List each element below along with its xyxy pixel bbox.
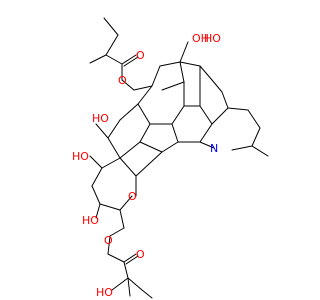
atom-o-ester-top: O [118,74,127,87]
atom-oh-top-a: OH [192,32,209,45]
atom-n-ring: N [210,142,218,155]
bottom-ester-chain [107,235,153,299]
atom-labels: O O OH HO HO HO O HO O O HO N [72,32,221,299]
atom-oh-lower: HO [82,214,99,227]
top-ester-chain [89,17,153,91]
atom-oh-mid: HO [92,112,109,125]
atom-oh-top-b: HO [204,32,221,45]
molecule-canvas: O O OH HO HO HO O HO O O HO N [72,17,269,299]
left-ring-system [89,103,179,237]
top-right-hydroxy-chain [151,41,201,91]
molecule-structure: O O OH HO HO HO O HO O O HO N [72,17,269,299]
atom-oh-bottom: HO [96,286,113,299]
atom-o-ester-bottom: O [104,234,113,247]
atom-oh-left: HO [72,150,89,163]
fused-ring-core [137,65,269,157]
atom-o-ester-bottom-carbonyl: O [136,248,145,261]
atom-o-bridge: O [128,190,137,203]
atom-o-ester-top-carbonyl: O [136,49,145,62]
